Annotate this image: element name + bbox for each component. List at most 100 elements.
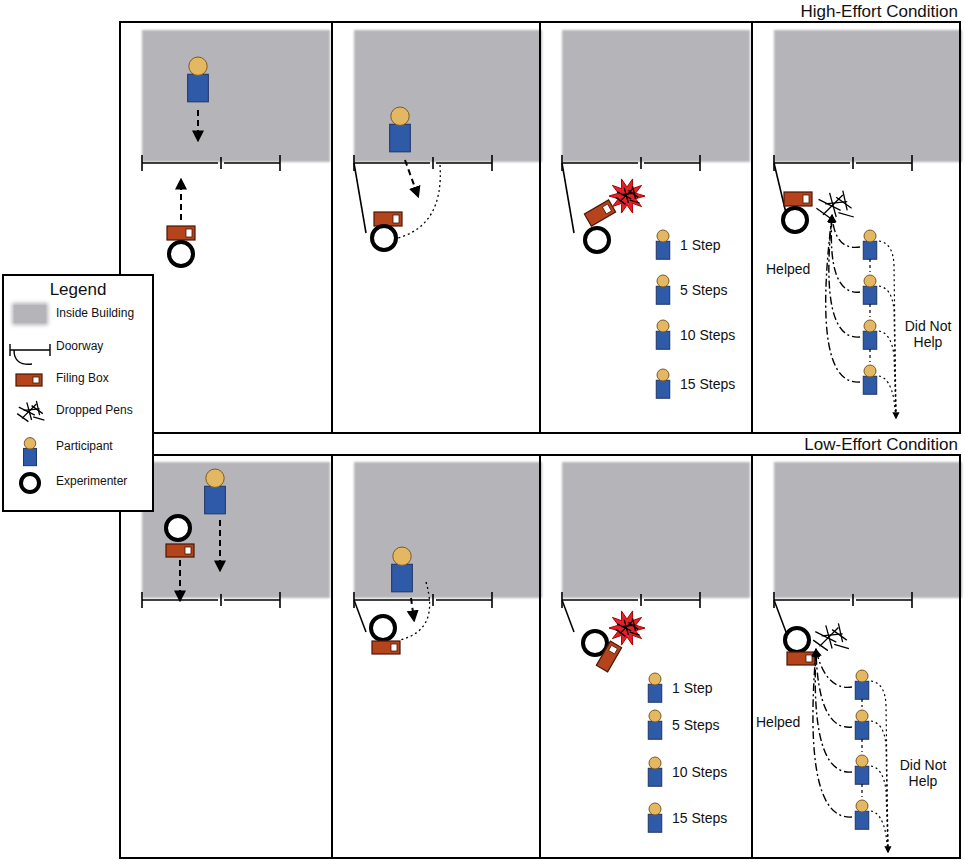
filing-box-label: [608, 645, 617, 654]
filing-box-body: [584, 200, 615, 226]
movement-arrow: [832, 216, 860, 247]
filing-box-body: [596, 641, 621, 672]
filing-box: [167, 226, 195, 240]
condition-title: Low-Effort Condition: [752, 435, 958, 455]
line-stroke: [856, 162, 912, 164]
movement-arrow: [879, 286, 896, 418]
legend-text: Experimenter: [56, 475, 151, 489]
filing-box: [596, 641, 621, 672]
line-stroke: [699, 592, 701, 608]
filing-box-body: [372, 641, 400, 654]
pen-stroke: [36, 401, 39, 415]
filing-box: [784, 192, 812, 206]
filing-box-body: [167, 226, 195, 240]
participant-head: [391, 107, 409, 125]
panel-frame: [120, 22, 960, 433]
line-stroke: [869, 304, 870, 317]
filing-box-body: [784, 192, 812, 206]
line-stroke: [644, 599, 700, 601]
movement-arrow: [871, 721, 888, 852]
experimenter-symbol: [785, 628, 809, 652]
movement-arrow: [180, 180, 182, 220]
line-stroke: [774, 162, 850, 164]
movement-arrow: [829, 216, 860, 337]
filing-box-label: [391, 644, 397, 651]
participant-figure: [656, 275, 670, 304]
participant-body: [863, 286, 877, 304]
participant-head: [189, 57, 207, 75]
participant-body: [648, 684, 662, 702]
participant-body: [648, 814, 662, 832]
line-stroke: [869, 349, 870, 362]
inside-building: [142, 462, 330, 598]
inside-building: [774, 30, 962, 162]
experimenter-symbol: [585, 228, 609, 252]
dropped-pens: [813, 623, 849, 650]
movement-arrow: [816, 650, 852, 727]
dropped-pens: [616, 618, 640, 636]
line-stroke: [141, 155, 143, 171]
pen-stroke: [27, 402, 32, 420]
line-stroke: [491, 592, 493, 608]
line-stroke: [640, 157, 642, 169]
movement-arrow: [219, 520, 221, 570]
participant-head: [24, 438, 36, 450]
movement-arrow: [879, 376, 896, 418]
movement-arrow: [179, 560, 181, 600]
participant-body: [656, 380, 670, 398]
filing-box-body: [374, 212, 402, 226]
line-stroke: [539, 22, 541, 433]
experimenter-symbol: [166, 516, 190, 540]
line-stroke: [9, 344, 10, 356]
line-stroke: [220, 157, 222, 169]
participant-figure: [648, 803, 662, 832]
pen-stroke: [630, 200, 640, 203]
outcome-label: Helped: [756, 714, 800, 730]
legend-text: Filing Box: [56, 372, 151, 386]
participant-body: [863, 376, 877, 394]
dropped-pens: [616, 186, 640, 204]
participant-head: [856, 670, 868, 682]
movement-arrow: [871, 766, 888, 852]
outcome-label: Did Not Help: [894, 757, 952, 789]
participant-body: [863, 241, 877, 259]
filing-box-body: [787, 652, 815, 665]
inside-building: [142, 30, 330, 162]
participant-figure: [648, 757, 662, 786]
inside-building: [354, 30, 542, 162]
movement-arrow: [871, 681, 888, 852]
participant-body: [205, 486, 226, 514]
line-stroke: [141, 592, 143, 608]
filing-box-label: [33, 377, 39, 383]
outcome-label: Helped: [766, 261, 810, 277]
experimenter-symbol: [372, 226, 396, 250]
participant-body: [24, 448, 37, 465]
movement-arrow: [826, 216, 860, 382]
filing-box-label: [806, 655, 812, 662]
participant-figure: [24, 438, 37, 466]
legend-text: Dropped Pens: [56, 404, 151, 418]
panel-frame: [120, 455, 960, 858]
line-stroke: [751, 455, 753, 858]
line-stroke: [279, 155, 281, 171]
line-stroke: [562, 163, 574, 233]
participant-figure: [855, 755, 869, 784]
participant-head: [657, 320, 669, 332]
line-stroke: [644, 162, 700, 164]
step-label: 5 Steps: [672, 717, 719, 733]
line-stroke: [699, 155, 701, 171]
participant-head: [864, 230, 876, 242]
movement-arrow: [197, 110, 199, 140]
pen-stroke: [813, 640, 828, 651]
movement-arrow: [398, 165, 440, 238]
legend-text: Participant: [56, 440, 151, 454]
movement-arrow: [405, 160, 418, 196]
pen-stroke: [633, 618, 636, 631]
participant-figure: [656, 369, 670, 398]
line-stroke: [539, 455, 541, 858]
dropped-pens: [816, 191, 853, 220]
step-label: 1 Step: [680, 237, 720, 253]
filing-box: [166, 544, 194, 557]
participant-figure: [855, 670, 869, 699]
movement-arrow: [871, 811, 888, 852]
